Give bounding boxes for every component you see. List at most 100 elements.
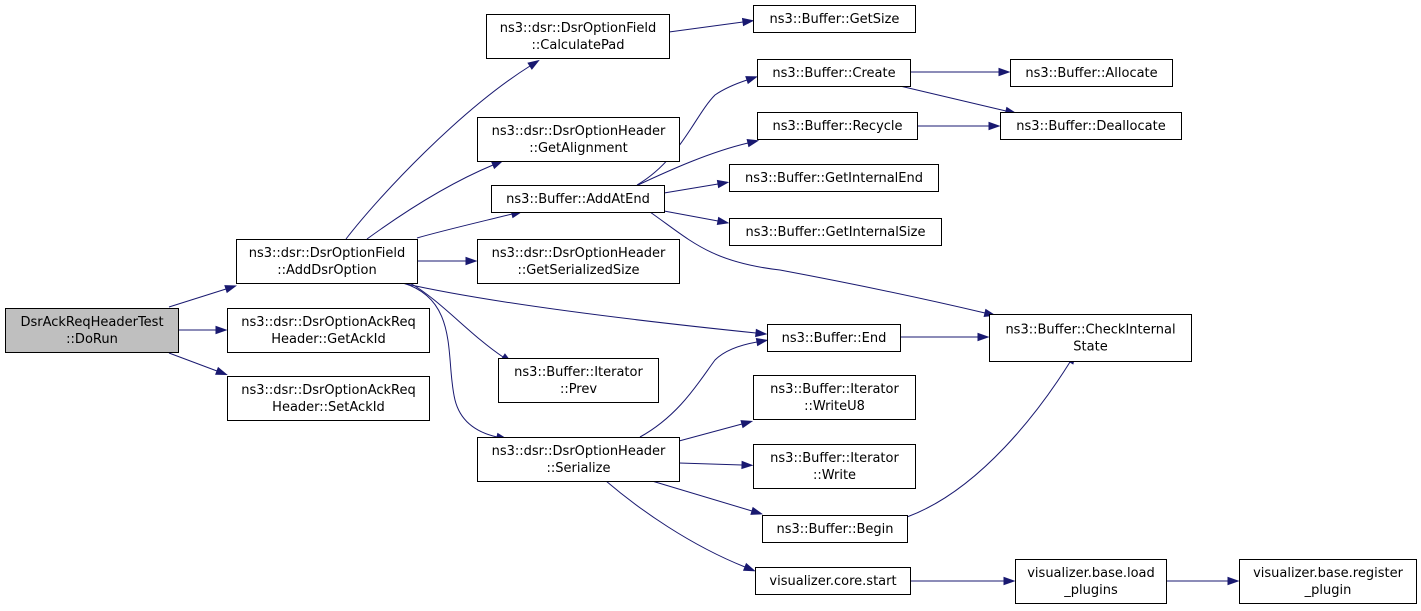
node-box bbox=[753, 5, 916, 33]
node-label-line: ::Write bbox=[813, 468, 856, 483]
node-label-line: ns3::Buffer::GetSize bbox=[770, 12, 900, 27]
node-label-line: ::Serialize bbox=[547, 461, 611, 476]
graph-node-ns3-buffer-getinternalsize[interactable]: ns3::Buffer::GetInternalSize bbox=[729, 218, 942, 246]
edge-arrowhead bbox=[215, 366, 228, 376]
edge-line bbox=[409, 282, 504, 358]
graph-node-ns3-dsr-dsroptionheader-getalignment[interactable]: ns3::dsr::DsrOptionHeader::GetAlignment bbox=[477, 117, 680, 162]
graph-node-ns3-buffer-iterator-writeu8[interactable]: ns3::Buffer::Iterator::WriteU8 bbox=[753, 375, 916, 420]
node-label-line: ::DoRun bbox=[66, 332, 118, 347]
node-box bbox=[767, 324, 901, 352]
edge-line bbox=[636, 79, 748, 186]
edge-arrowhead bbox=[740, 420, 754, 429]
node-label-line: Header::GetAckId bbox=[271, 332, 385, 347]
node-box bbox=[989, 314, 1192, 362]
edge-line bbox=[168, 352, 218, 372]
graph-node-ns3-buffer-allocate[interactable]: ns3::Buffer::Allocate bbox=[1010, 59, 1173, 87]
node-label-line: _plugins bbox=[1063, 583, 1118, 598]
edge-arrowhead bbox=[1227, 576, 1240, 586]
graph-node-ns3-dsr-dsroptionackreqheader-setackid[interactable]: ns3::dsr::DsrOptionAckReqHeader::SetAckI… bbox=[227, 376, 430, 421]
node-label-line: ns3::Buffer::Iterator bbox=[770, 451, 899, 466]
edge-line bbox=[678, 462, 743, 466]
node-label-line: ns3::dsr::DsrOptionHeader bbox=[492, 124, 666, 139]
node-label-line: DsrAckReqHeaderTest bbox=[20, 315, 163, 330]
edge-n1-n4 bbox=[345, 59, 540, 240]
edge-n0-n1 bbox=[168, 285, 237, 308]
graph-node-ns3-buffer-getinternalend[interactable]: ns3::Buffer::GetInternalEnd bbox=[729, 164, 939, 192]
edge-arrowhead bbox=[755, 337, 769, 347]
edge-arrowhead bbox=[716, 179, 730, 189]
node-box bbox=[477, 437, 680, 482]
edge-n10-n19 bbox=[678, 420, 754, 442]
node-box bbox=[753, 444, 916, 489]
node-label-line: _plugin bbox=[1304, 583, 1352, 598]
edge-n10-n22 bbox=[605, 480, 756, 572]
graph-node-ns3-buffer-addatend[interactable]: ns3::Buffer::AddAtEnd bbox=[491, 185, 665, 213]
node-label-line: visualizer.base.register bbox=[1253, 566, 1404, 581]
graph-node-visualizer-core-start[interactable]: visualizer.core.start bbox=[755, 567, 911, 595]
graph-node-ns3-buffer-end[interactable]: ns3::Buffer::End bbox=[767, 324, 901, 352]
node-label-line: ::AddDsrOption bbox=[277, 263, 376, 278]
node-box bbox=[729, 164, 939, 192]
edge-arrowhead bbox=[998, 67, 1011, 77]
edge-line bbox=[605, 480, 746, 568]
edge-line bbox=[402, 282, 498, 438]
node-label-line: ::GetAlignment bbox=[529, 141, 628, 156]
node-label-line: ns3::Buffer::AddAtEnd bbox=[506, 192, 650, 207]
graph-node-ns3-buffer-iterator-prev[interactable]: ns3::Buffer::Iterator::Prev bbox=[498, 358, 659, 403]
graph-node-ns3-buffer-getsize[interactable]: ns3::Buffer::GetSize bbox=[753, 5, 916, 33]
graph-node-ns3-dsr-dsroptionheader-serialize[interactable]: ns3::dsr::DsrOptionHeader::Serialize bbox=[477, 437, 680, 482]
node-box bbox=[227, 376, 430, 421]
edge-n12-n18 bbox=[899, 85, 1018, 115]
edge-line bbox=[168, 288, 227, 308]
edge-line bbox=[663, 210, 719, 222]
edge-line bbox=[649, 211, 986, 314]
node-label-line: ::Prev bbox=[560, 382, 597, 397]
node-box bbox=[1010, 59, 1173, 87]
graph-node-ns3-buffer-recycle[interactable]: ns3::Buffer::Recycle bbox=[757, 112, 918, 140]
edge-arrowhead bbox=[1003, 576, 1016, 586]
node-box bbox=[486, 14, 670, 59]
graph-node-ns3-dsr-dsroptionackreqheader-getackid[interactable]: ns3::dsr::DsrOptionAckReqHeader::GetAckI… bbox=[227, 308, 430, 353]
edge-arrowhead bbox=[465, 256, 478, 266]
node-label-line: ::CalculatePad bbox=[532, 38, 625, 53]
edge-line bbox=[651, 480, 753, 512]
edge-n10-n21 bbox=[651, 480, 764, 515]
edge-arrowhead bbox=[988, 121, 1001, 131]
node-label-line: State bbox=[1073, 340, 1107, 355]
node-label-line: ns3::Buffer::End bbox=[782, 331, 887, 346]
graph-node-visualizer-base-load-plugins[interactable]: visualizer.base.load _plugins bbox=[1015, 559, 1167, 604]
graph-node-ns3-buffer-iterator-write[interactable]: ns3::Buffer::Iterator::Write bbox=[753, 444, 916, 489]
graph-node-ns3-dsr-dsroptionfield-adddsroption[interactable]: ns3::dsr::DsrOptionField::AddDsrOption bbox=[236, 239, 418, 284]
node-label-line: ns3::Buffer::Allocate bbox=[1025, 66, 1157, 81]
graph-node-ns3-buffer-begin[interactable]: ns3::Buffer::Begin bbox=[762, 515, 908, 543]
node-label-line: ns3::dsr::DsrOptionAckReq bbox=[241, 383, 416, 398]
node-box bbox=[491, 185, 665, 213]
graph-node-ns3-dsr-dsroptionheader-getserializedsize[interactable]: ns3::dsr::DsrOptionHeader::GetSerialized… bbox=[477, 239, 680, 284]
graph-node-ns3-buffer-create[interactable]: ns3::Buffer::Create bbox=[757, 59, 911, 87]
edge-n22-n23 bbox=[910, 576, 1016, 586]
node-label-line: ns3::dsr::DsrOptionField bbox=[500, 21, 656, 36]
node-label-line: visualizer.base.load bbox=[1027, 566, 1155, 581]
node-label-line: ns3::Buffer::Iterator bbox=[770, 382, 899, 397]
node-label-line: ns3::dsr::DsrOptionHeader bbox=[492, 246, 666, 261]
graph-node-visualizer-base-register-plugin[interactable]: visualizer.base.register _plugin bbox=[1239, 559, 1417, 604]
graph-node-ns3-buffer-deallocate[interactable]: ns3::Buffer::Deallocate bbox=[1000, 112, 1182, 140]
edge-arrowhead bbox=[741, 460, 754, 470]
edge-n6-n13 bbox=[637, 139, 760, 186]
edge-line bbox=[678, 423, 743, 442]
edge-n23-n24 bbox=[1166, 576, 1240, 586]
edge-n1-n5 bbox=[366, 160, 504, 240]
node-label-line: Header::SetAckId bbox=[272, 400, 385, 415]
edge-n10-n8 bbox=[639, 337, 769, 438]
node-box bbox=[729, 218, 942, 246]
node-box bbox=[762, 515, 908, 543]
edge-line bbox=[668, 21, 744, 33]
node-label-line: visualizer.core.start bbox=[769, 574, 896, 589]
edge-line bbox=[345, 65, 531, 240]
graph-node-ns3-dsr-dsroptionfield-calculatepad[interactable]: ns3::dsr::DsrOptionField::CalculatePad bbox=[486, 14, 670, 59]
node-label-line: ns3::dsr::DsrOptionHeader bbox=[492, 444, 666, 459]
edge-arrowhead bbox=[716, 216, 730, 226]
edge-n13-n18 bbox=[917, 121, 1001, 131]
